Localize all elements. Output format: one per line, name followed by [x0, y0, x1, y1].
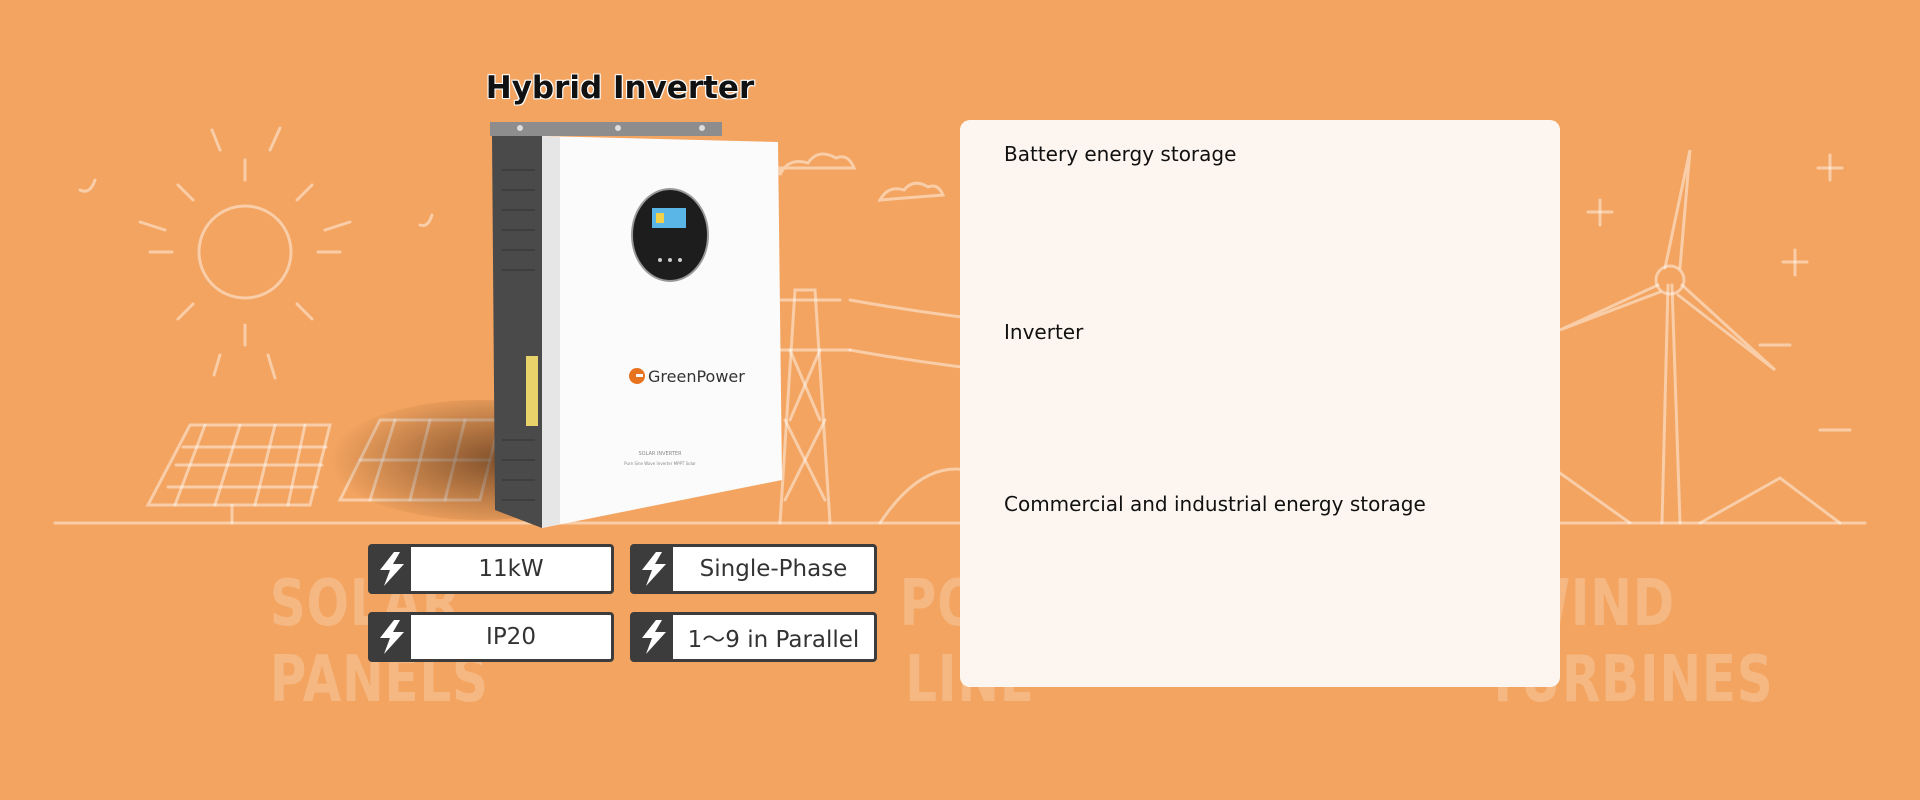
spec-label: 1～9 in Parallel	[687, 627, 860, 653]
spec-badge-power: 11kW	[368, 544, 614, 594]
panel-item-battery-storage[interactable]: Battery energy storage	[1004, 142, 1237, 166]
lightning-icon	[371, 547, 411, 591]
panel-item-inverter[interactable]: Inverter	[1004, 320, 1084, 344]
spec-badge-phase: Single-Phase	[630, 544, 877, 594]
spec-label: 11kW	[478, 556, 544, 582]
label-line2: Pure Sine Wave Inverter MPPT Solar	[624, 461, 696, 466]
panel-item-commercial-storage[interactable]: Commercial and industrial energy storage	[1004, 492, 1426, 516]
spec-badge-protection: IP20	[368, 612, 614, 662]
sun-rays	[138, 126, 352, 380]
application-panel: Battery energy storage Inverter Commerci…	[960, 120, 1560, 687]
lightning-icon	[371, 615, 411, 659]
greenpower-logo	[629, 368, 645, 384]
spec-label: IP20	[486, 624, 536, 650]
lightning-icon	[633, 547, 673, 591]
label-line1: SOLAR INVERTER	[638, 451, 682, 457]
inverter-product-image: GreenPower SOLAR INVERTER Pure Sine Wave…	[330, 122, 782, 528]
product-title: Hybrid Inverter	[485, 70, 755, 106]
lightning-icon	[633, 615, 673, 659]
spec-label: Single-Phase	[699, 556, 848, 582]
spec-badge-parallel: 1～9 in Parallel	[630, 612, 877, 662]
brand-text: GreenPower	[648, 367, 745, 386]
